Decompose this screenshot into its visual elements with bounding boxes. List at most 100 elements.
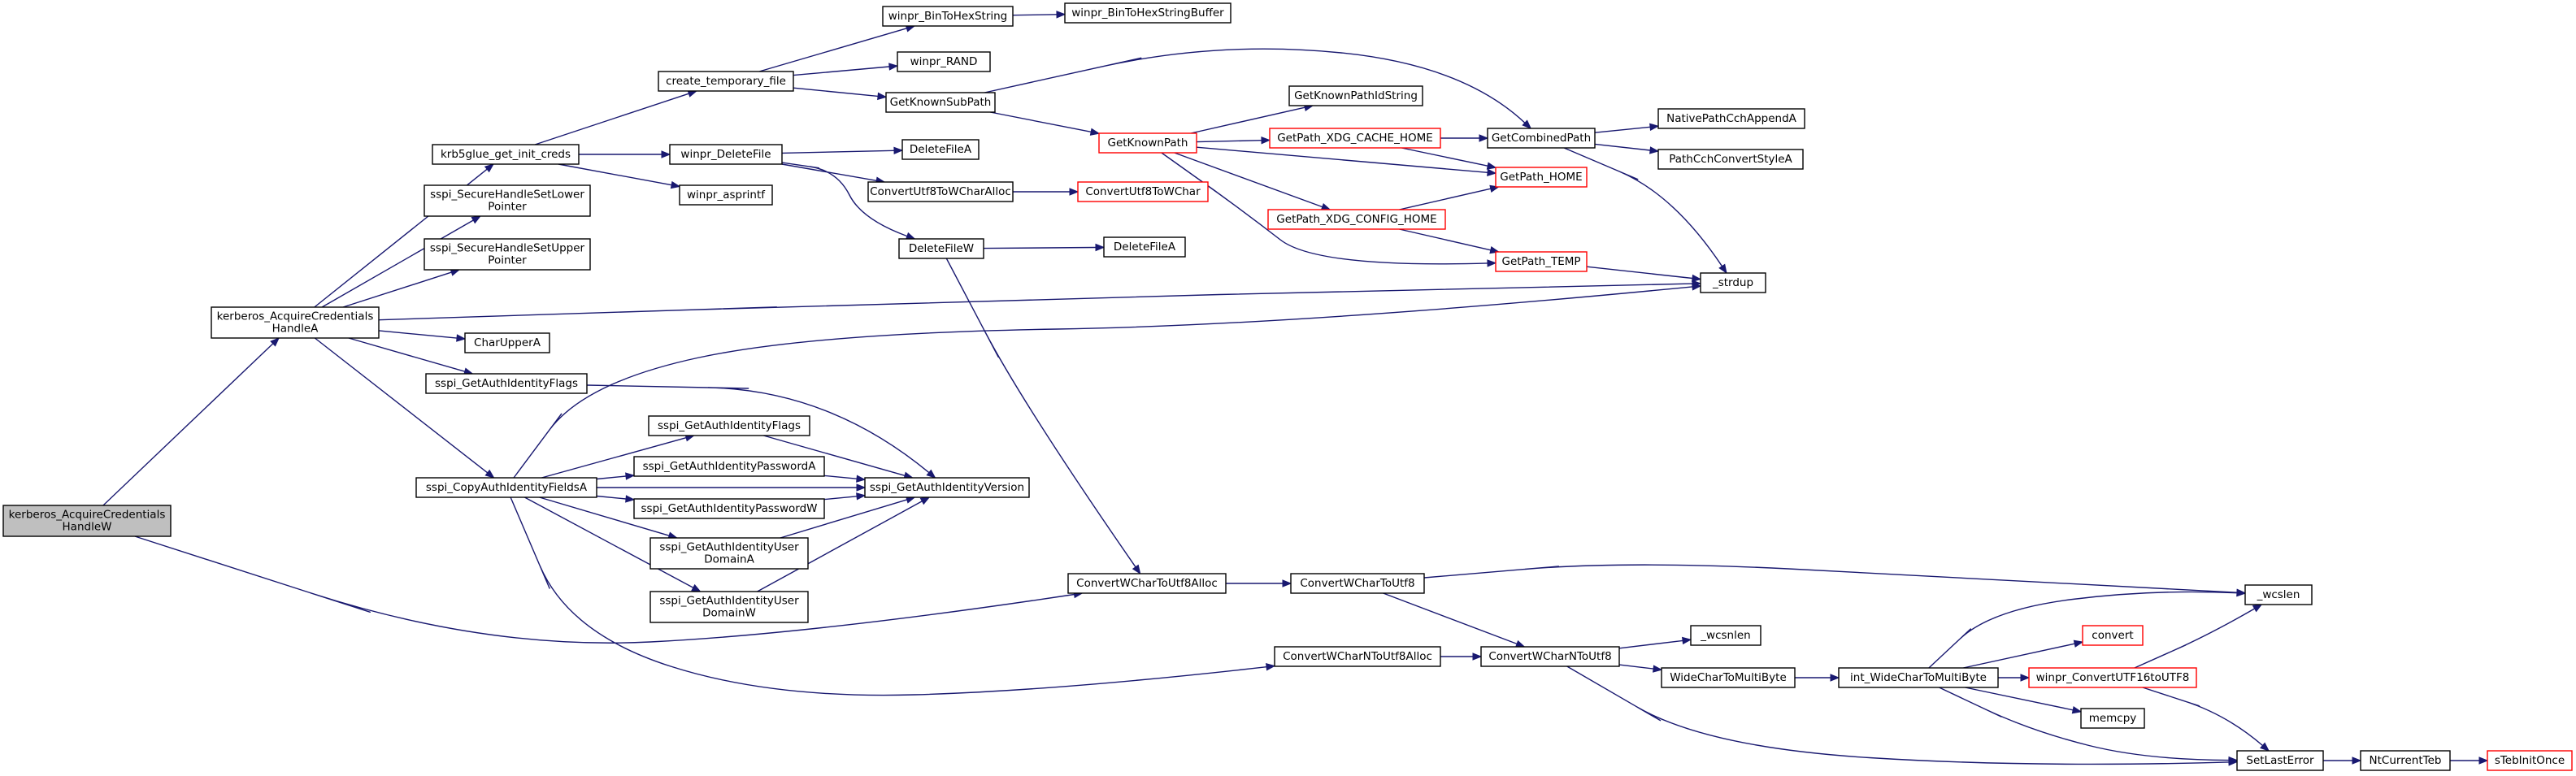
- edge-sspi_CopyAuthIdentityFieldsA-to-sspi_GetAuthIdentityUserDomainA: [539, 496, 670, 536]
- node-GetCombinedPath[interactable]: GetCombinedPath: [1487, 128, 1596, 149]
- node-sspi_GetAuthIdentityPasswordW[interactable]: sspi_GetAuthIdentityPasswordW: [633, 498, 825, 519]
- node-create_temporary_file[interactable]: create_temporary_file: [658, 71, 794, 92]
- node-box: [1269, 128, 1441, 149]
- node-SetLastError[interactable]: SetLastError: [2236, 750, 2324, 771]
- arrowhead-ConvertWCharNToUtf8-to-WideCharToMultiByte: [1653, 665, 1663, 673]
- node-CharUpperA[interactable]: CharUpperA: [464, 332, 550, 353]
- edge-ConvertWCharNToUtf8-to-WideCharToMultiByte: [1618, 664, 1654, 670]
- edge-sspi_CopyAuthIdentityFieldsA-to-ConvertWCharNToUtf8Alloc: [510, 496, 1267, 696]
- node-label-line: GetPath_XDG_CACHE_HOME: [1277, 132, 1433, 145]
- node-box: [432, 144, 580, 165]
- node-label-line: Pointer: [488, 254, 527, 267]
- node-ConvertWCharToUtf8[interactable]: ConvertWCharToUtf8: [1290, 573, 1425, 594]
- edge-sspi_GetAuthIdentityPasswordA-to-sspi_GetAuthIdentityVersion: [823, 475, 858, 479]
- node-PathCchConvertStyleA[interactable]: PathCchConvertStyleA: [1657, 149, 1804, 170]
- node-sspi_GetAuthIdentityFlags_b[interactable]: sspi_GetAuthIdentityFlags: [648, 415, 810, 436]
- node-krb5glue_get_init_creds[interactable]: krb5glue_get_init_creds: [432, 144, 580, 165]
- edge-GetPath_XDG_CONFIG_HOME-to-GetPath_HOME: [1399, 188, 1492, 210]
- node-sspi_GetAuthIdentityFlags_a[interactable]: sspi_GetAuthIdentityFlags: [425, 373, 588, 394]
- arrowhead-sspi_GetAuthIdentityPasswordA-to-sspi_GetAuthIdentityVersion: [856, 475, 867, 483]
- node-winpr_ConvertUTF16toUTF8[interactable]: winpr_ConvertUTF16toUTF8: [2028, 667, 2197, 688]
- node-WideCharToMultiByte[interactable]: WideCharToMultiByte: [1661, 667, 1796, 688]
- edge-GetPath_TEMP-to-_strdup: [1586, 266, 1693, 280]
- node-GetPath_XDG_CACHE_HOME[interactable]: GetPath_XDG_CACHE_HOME: [1269, 128, 1441, 149]
- arrowhead-GetKnownPath-to-GetPath_TEMP: [1487, 259, 1497, 267]
- edge-sspi_GetAuthIdentityFlags_b-to-sspi_GetAuthIdentityVersion: [763, 435, 906, 476]
- node-sspi_GetAuthIdentityPasswordA[interactable]: sspi_GetAuthIdentityPasswordA: [633, 456, 825, 477]
- arrowhead-kerberos_AcquireCredentialsHandleW-to-kerberos_AcquireCredentialsHandleA: [270, 337, 280, 347]
- node-label-line: winpr_BinToHexString: [888, 10, 1008, 23]
- edges-layer: [102, 11, 2489, 766]
- arrowhead-sspi_GetAuthIdentityUserDomainW-to-sspi_GetAuthIdentityVersion: [919, 496, 931, 505]
- node-memcpy[interactable]: memcpy: [2080, 708, 2145, 729]
- node-NtCurrentTeb[interactable]: NtCurrentTeb: [2360, 750, 2451, 771]
- arrowhead-winpr_ConvertUTF16toUTF8-to-SetLastError: [2260, 742, 2270, 752]
- edge-sspi_CopyAuthIdentityFieldsA-to-sspi_GetAuthIdentityFlags_b: [541, 437, 687, 479]
- arrowhead-krb5glue_get_init_creds-to-winpr_asprintf: [670, 180, 681, 189]
- node-label-line: krb5glue_get_init_creds: [441, 148, 571, 161]
- edge-GetCombinedPath-to-PathCchConvertStyleA: [1594, 143, 1651, 151]
- arrowhead-kerberos_AcquireCredentialsHandleA-to-sspi_SecureHandleSetLowerPointer: [471, 215, 482, 224]
- node-label-line: _wcsnlen: [1700, 629, 1750, 642]
- node-NativePathCchAppendA[interactable]: NativePathCchAppendA: [1657, 108, 1805, 129]
- node-_wcsnlen[interactable]: _wcsnlen: [1690, 625, 1761, 646]
- node-label-line: winpr_DeleteFile: [680, 148, 771, 161]
- edge-GetCombinedPath-to-_strdup: [1563, 147, 1723, 267]
- node-label-line: GetKnownPathIdString: [1294, 89, 1418, 102]
- node-winpr_DeleteFile[interactable]: winpr_DeleteFile: [669, 144, 783, 165]
- node-label-line: GetPath_XDG_CONFIG_HOME: [1276, 213, 1436, 226]
- node-winpr_BinToHexString[interactable]: winpr_BinToHexString: [882, 6, 1014, 27]
- node-DeleteFileA_1[interactable]: DeleteFileA: [901, 139, 980, 160]
- node-box: [648, 415, 810, 436]
- node-ConvertUtf8ToWChar[interactable]: ConvertUtf8ToWChar: [1077, 181, 1209, 202]
- node-label-line: NtCurrentTeb: [2370, 754, 2442, 767]
- node-GetKnownPath[interactable]: GetKnownPath: [1098, 132, 1197, 154]
- arrowhead-sspi_CopyAuthIdentityFieldsA-to-sspi_GetAuthIdentityPasswordA: [625, 472, 636, 480]
- node-winpr_RAND[interactable]: winpr_RAND: [897, 51, 991, 72]
- edge-sspi_CopyAuthIdentityFieldsA-to-sspi_GetAuthIdentityPasswordA: [596, 475, 627, 480]
- node-sspi_CopyAuthIdentityFieldsA[interactable]: sspi_CopyAuthIdentityFieldsA: [415, 477, 597, 498]
- node-GetPath_TEMP[interactable]: GetPath_TEMP: [1495, 251, 1588, 272]
- node-GetPath_XDG_CONFIG_HOME[interactable]: GetPath_XDG_CONFIG_HOME: [1267, 209, 1446, 230]
- node-ConvertWCharNToUtf8[interactable]: ConvertWCharNToUtf8: [1480, 646, 1620, 667]
- arrowhead-create_temporary_file-to-winpr_RAND: [888, 63, 899, 71]
- arrowhead-DeleteFileW-to-ConvertWCharToUtf8Alloc: [1132, 564, 1141, 575]
- node-label-line: sspi_GetAuthIdentityUser: [659, 595, 799, 608]
- node-box: [901, 139, 980, 160]
- node-GetPath_HOME[interactable]: GetPath_HOME: [1495, 167, 1588, 188]
- node-DeleteFileW[interactable]: DeleteFileW: [898, 238, 984, 259]
- arrowhead-kerberos_AcquireCredentialsHandleA-to-sspi_CopyAuthIdentityFieldsA: [484, 469, 495, 479]
- node-sspi_GetAuthIdentityVersion[interactable]: sspi_GetAuthIdentityVersion: [864, 477, 1030, 498]
- node-ConvertWCharToUtf8Alloc[interactable]: ConvertWCharToUtf8Alloc: [1067, 573, 1227, 594]
- node-int_WideCharToMultiByte[interactable]: int_WideCharToMultiByte: [1838, 667, 1999, 688]
- arrowhead-ConvertWCharToUtf8Alloc-to-ConvertWCharToUtf8: [1282, 579, 1292, 587]
- node-ConvertUtf8ToWCharAlloc[interactable]: ConvertUtf8ToWCharAlloc: [867, 181, 1014, 202]
- node-box: [2080, 708, 2145, 729]
- node-label-line: sspi_GetAuthIdentityVersion: [870, 481, 1024, 494]
- node-label-line: DeleteFileA: [1114, 241, 1176, 254]
- node-convert[interactable]: convert: [2082, 625, 2144, 646]
- node-label-line: DomainA: [704, 553, 754, 566]
- node-winpr_BinToHexStringBuffer[interactable]: winpr_BinToHexStringBuffer: [1064, 2, 1232, 24]
- arrowhead-GetKnownPath-to-GetPath_XDG_CACHE_HOME: [1261, 136, 1271, 145]
- edge-kerberos_AcquireCredentialsHandleA-to-CharUpperA: [378, 330, 458, 339]
- node-ConvertWCharNToUtf8Alloc[interactable]: ConvertWCharNToUtf8Alloc: [1274, 646, 1441, 667]
- edge-sspi_GetAuthIdentityPasswordW-to-sspi_GetAuthIdentityVersion: [823, 496, 858, 501]
- node-DeleteFileA_2[interactable]: DeleteFileA: [1103, 236, 1186, 258]
- node-_strdup[interactable]: _strdup: [1700, 272, 1766, 293]
- node-sTebInitOnce[interactable]: sTebInitOnce: [2487, 750, 2573, 771]
- node-GetKnownSubPath[interactable]: GetKnownSubPath: [885, 92, 996, 113]
- node-_wcslen[interactable]: _wcslen: [2244, 584, 2313, 605]
- node-GetKnownPathIdString[interactable]: GetKnownPathIdString: [1288, 85, 1423, 106]
- arrowhead-int_WideCharToMultiByte-to-_wcslen: [2236, 588, 2247, 597]
- edge-GetKnownPath-to-GetPath_TEMP: [1161, 152, 1488, 265]
- node-box: [1103, 236, 1186, 258]
- node-winpr_asprintf[interactable]: winpr_asprintf: [679, 184, 773, 206]
